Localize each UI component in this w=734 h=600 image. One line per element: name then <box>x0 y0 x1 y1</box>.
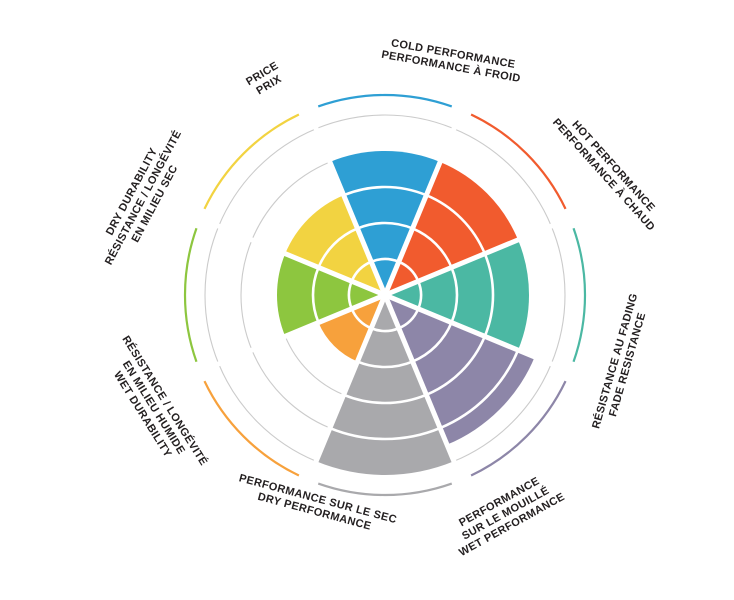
fill-ring-arc <box>483 253 495 337</box>
fill-ring-arc <box>412 227 453 268</box>
grid-ring-arc <box>315 114 455 130</box>
grid-ring-arc <box>218 128 317 227</box>
sector-label-line: PERFORMANCE À CHAUD <box>550 116 658 234</box>
fill-ring-arc <box>317 227 358 268</box>
sector-label-line: HOT PERFORMANCE <box>569 118 658 215</box>
grid-ring-arc <box>453 128 552 227</box>
sector-outer-arc-cold-performance <box>317 93 453 108</box>
grid-ring-arc <box>204 225 220 365</box>
fill-ring-arc <box>450 266 459 324</box>
grid-ring-arc <box>251 161 331 241</box>
sector-label-line: RÉSISTANCE / LONGÉVITÉ <box>102 128 185 267</box>
sector-separator-line <box>382 100 468 296</box>
sector-wedge-wet-performance <box>385 295 535 445</box>
fill-ring-arc <box>343 185 427 197</box>
fill-ring-arc <box>356 221 414 230</box>
sector-outer-arc-price <box>203 113 300 210</box>
sector-separator-line <box>302 294 388 490</box>
sector-separator-line <box>190 212 386 298</box>
fill-ring-arc <box>412 322 453 363</box>
sector-separator-line <box>384 212 580 298</box>
grid-ring-arc <box>453 363 552 462</box>
sector-wedge-wet-durability <box>318 295 385 362</box>
sector-outer-arc-hot-performance <box>470 113 567 210</box>
sector-separator-line <box>384 292 580 378</box>
grid-ring-arc <box>251 349 331 429</box>
sector-wedge-dry-durability <box>276 253 385 337</box>
sector-outer-arc-wet-performance <box>470 380 567 477</box>
fill-ring-arc <box>311 266 320 324</box>
sector-separator-line <box>190 292 386 378</box>
sector-separator-line <box>382 294 468 490</box>
sector-separator-line <box>302 100 388 296</box>
fill-ring-arc <box>425 335 486 396</box>
sector-wedge-dry-performance <box>316 295 454 476</box>
fill-ring-arc <box>356 360 414 369</box>
grid-ring-arc <box>284 336 344 396</box>
sector-label-line: EN MILIEU HUMIDE <box>119 358 188 457</box>
grid-ring-arc <box>218 363 317 462</box>
sector-outer-arc-dry-durability <box>183 227 198 363</box>
sector-wedge-hot-performance <box>385 161 519 295</box>
grid-ring-arc <box>240 239 253 351</box>
sector-outer-arc-fade-resistance <box>572 227 587 363</box>
fill-ring-arc <box>439 349 520 430</box>
sector-outer-arc-dry-performance <box>317 482 453 497</box>
fill-ring-arc <box>329 426 441 441</box>
sector-outer-arc-wet-durability <box>203 380 300 477</box>
fill-ring-arc <box>343 393 427 405</box>
fill-ring-arc <box>425 194 486 255</box>
grid-ring-arc <box>550 225 566 365</box>
